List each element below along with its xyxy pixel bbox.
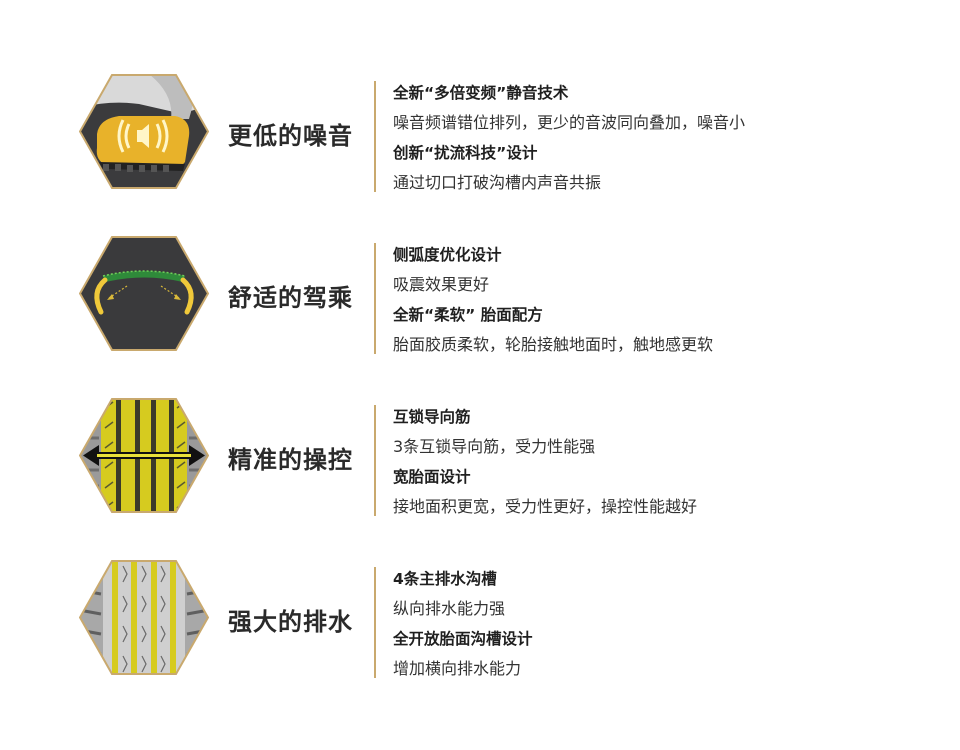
feature-heading: 全新“柔软” 胎面配方 (393, 306, 543, 324)
feature-text: 噪音频谱错位排列，更少的音波同向叠加，噪音小 (393, 113, 746, 132)
feature-text: 吸震效果更好 (393, 275, 490, 294)
feature-text: 纵向排水能力强 (393, 599, 506, 618)
divider (374, 567, 376, 678)
feature-heading: 4条主排水沟槽 (393, 570, 497, 588)
feature-description: 侧弧度优化设计 吸震效果更好 全新“柔软” 胎面配方 胎面胶质柔软，轮胎接触地面… (393, 240, 933, 360)
divider (374, 81, 376, 192)
speaker-sound-icon (79, 74, 209, 189)
feature-comfort: 舒适的驾乘 侧弧度优化设计 吸震效果更好 全新“柔软” 胎面配方 胎面胶质柔软，… (0, 236, 960, 366)
feature-title: 精准的操控 (228, 446, 353, 474)
feature-drainage: 强大的排水 4条主排水沟槽 纵向排水能力强 全开放胎面沟槽设计 增加横向排水能力 (0, 560, 960, 690)
feature-heading: 全新“多倍变频”静音技术 (393, 84, 569, 102)
feature-description: 互锁导向筋 3条互锁导向筋，受力性能强 宽胎面设计 接地面积更宽，受力性更好，操… (393, 402, 933, 522)
feature-text: 增加横向排水能力 (393, 659, 522, 678)
feature-handling: 精准的操控 互锁导向筋 3条互锁导向筋，受力性能强 宽胎面设计 接地面积更宽，受… (0, 398, 960, 528)
divider (374, 405, 376, 516)
feature-text: 接地面积更宽，受力性更好，操控性能越好 (393, 497, 698, 516)
feature-title: 舒适的驾乘 (228, 284, 353, 312)
tread-arrows-icon (79, 398, 209, 513)
feature-text: 3条互锁导向筋，受力性能强 (393, 437, 596, 456)
feature-heading: 侧弧度优化设计 (393, 246, 502, 264)
feature-heading: 宽胎面设计 (393, 468, 471, 486)
feature-heading: 全开放胎面沟槽设计 (393, 630, 533, 648)
feature-description: 全新“多倍变频”静音技术 噪音频谱错位排列，更少的音波同向叠加，噪音小 创新“扰… (393, 78, 933, 198)
feature-title: 更低的噪音 (228, 122, 353, 150)
feature-title: 强大的排水 (228, 608, 353, 636)
feature-description: 4条主排水沟槽 纵向排水能力强 全开放胎面沟槽设计 增加横向排水能力 (393, 564, 933, 684)
tread-grooves-icon (79, 560, 209, 675)
feature-heading: 互锁导向筋 (393, 408, 471, 426)
feature-text: 通过切口打破沟槽内声音共振 (393, 173, 602, 192)
feature-text: 胎面胶质柔软，轮胎接触地面时，触地感更软 (393, 335, 714, 354)
tire-sidewall-icon (79, 236, 209, 351)
divider (374, 243, 376, 354)
feature-heading: 创新“扰流科技”设计 (393, 144, 538, 162)
feature-noise: 更低的噪音 全新“多倍变频”静音技术 噪音频谱错位排列，更少的音波同向叠加，噪音… (0, 74, 960, 204)
